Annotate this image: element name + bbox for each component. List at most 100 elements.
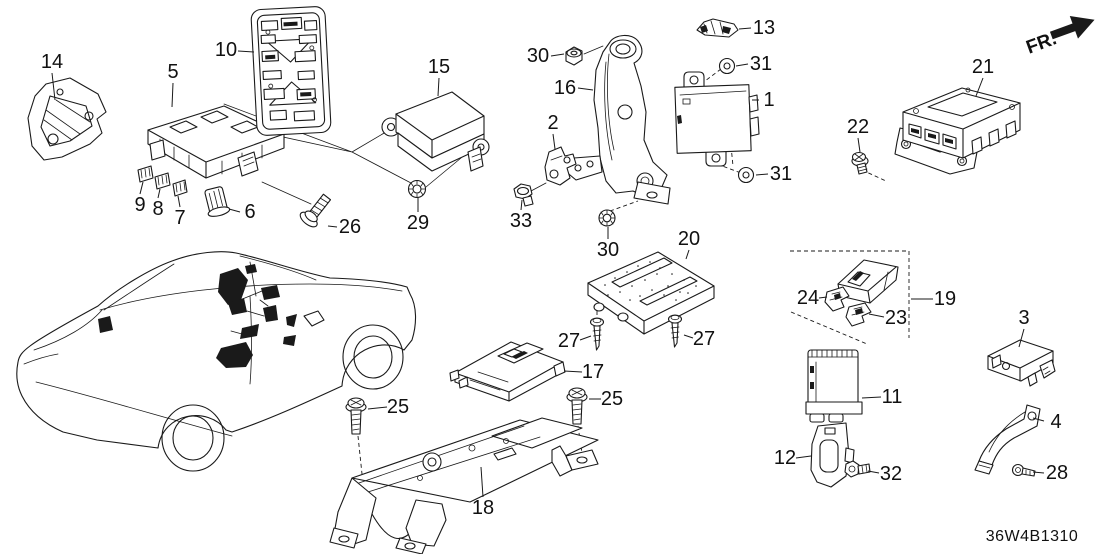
part-4-bracket (974, 404, 1041, 475)
callout-label-3: 3 (1018, 307, 1029, 329)
callout-leader-line (177, 195, 181, 208)
callout-25-25: 25 (367, 396, 409, 418)
part-30-nut-upper (565, 46, 583, 66)
callout-11-31: 11 (861, 386, 903, 408)
callout-label-25: 25 (387, 396, 409, 418)
callout-leader-line (1032, 471, 1045, 474)
callout-12-32: 12 (774, 447, 812, 469)
part-14-bracket (27, 77, 107, 161)
callout-label-31: 31 (750, 53, 772, 75)
callout-label-23: 23 (885, 307, 907, 329)
callout-leader-line (735, 63, 749, 67)
callout-28-36: 28 (1032, 462, 1068, 484)
stipple-texture (604, 261, 697, 301)
callout-27-22: 27 (558, 330, 592, 352)
part-20-ecu (587, 251, 715, 335)
callout-label-2: 2 (547, 112, 558, 134)
callout-label-6: 6 (244, 201, 255, 223)
callout-label-15: 15 (428, 56, 450, 78)
callout-leader-line (818, 296, 828, 299)
callout-leader-line (237, 50, 255, 53)
callout-leader-line (857, 137, 861, 153)
callout-leader-line (579, 335, 592, 341)
callout-label-30: 30 (597, 239, 619, 261)
callout-6-6: 6 (228, 201, 256, 223)
part-18-bracket (329, 417, 599, 554)
callout-leader-line (738, 27, 752, 30)
callout-32-33: 32 (867, 463, 902, 485)
callout-label-18: 18 (472, 497, 494, 519)
callout-label-12: 12 (774, 447, 796, 469)
callout-20-21: 20 (678, 228, 700, 260)
callout-leader-line (975, 77, 984, 97)
callout-label-1: 1 (763, 89, 774, 111)
callout-leader-line (171, 82, 174, 108)
part-26-bolt (299, 193, 332, 228)
callout-label-22: 22 (847, 116, 869, 138)
callout-label-7: 7 (174, 207, 185, 229)
part-23-clip (845, 302, 872, 327)
callout-label-33: 33 (510, 210, 532, 232)
callout-leader-line (1018, 328, 1025, 348)
part-10-fuse-box-upper (250, 6, 332, 136)
callout-label-19: 19 (934, 288, 956, 310)
callout-label-14: 14 (41, 51, 63, 73)
callout-leader-line (437, 77, 440, 97)
callout-leader-line (480, 466, 484, 498)
callout-13-15: 13 (738, 17, 775, 39)
callout-leader-line (685, 249, 690, 260)
callout-label-5: 5 (167, 61, 178, 83)
callout-2-12: 2 (547, 112, 559, 150)
part-3-unit (987, 339, 1056, 387)
callout-label-13: 13 (753, 17, 775, 39)
part-8-clip (154, 172, 171, 190)
callout-22-20: 22 (847, 116, 869, 153)
part-7-clip (172, 179, 188, 197)
callout-label-30: 30 (527, 45, 549, 67)
callout-leader-line (683, 334, 694, 339)
callout-4-35: 4 (1032, 411, 1062, 433)
callout-leader-line (51, 72, 56, 101)
callout-label-32: 32 (880, 463, 902, 485)
callout-label-11: 11 (882, 386, 903, 408)
module-location-markers (98, 264, 297, 368)
part-21-ecu (894, 87, 1021, 175)
fr-arrow-icon (1049, 16, 1095, 40)
callout-1-17: 1 (752, 89, 775, 111)
part-9-clip (137, 165, 154, 183)
callout-16-11: 16 (554, 77, 594, 99)
callout-leader-line (520, 199, 523, 211)
part-13-connector (696, 18, 739, 38)
callout-label-28: 28 (1046, 462, 1068, 484)
car-illustration (16, 251, 417, 472)
callout-label-26: 26 (339, 216, 361, 238)
callout-leader-line (868, 313, 885, 318)
callout-leader-line (563, 370, 583, 373)
callout-leader-line (755, 173, 769, 176)
callout-30-10: 30 (527, 45, 565, 67)
callout-33-13: 33 (510, 199, 532, 232)
callout-23-29: 23 (868, 307, 907, 329)
callout-label-27: 27 (558, 330, 580, 352)
callout-30-14: 30 (597, 227, 619, 261)
callout-leader-line (550, 53, 565, 57)
callout-label-29: 29 (407, 212, 429, 234)
callout-leader-line (367, 406, 388, 410)
callout-leader-line (228, 208, 241, 213)
callout-label-27: 27 (693, 328, 715, 350)
callout-5-1: 5 (167, 61, 179, 108)
callout-27-23: 27 (683, 328, 715, 350)
callout-leader-line (139, 181, 144, 195)
part-29-nut (407, 179, 427, 199)
callout-label-31: 31 (770, 163, 792, 185)
callout-leader-line (157, 188, 161, 199)
side-mirror (303, 310, 325, 327)
callout-leader-line (577, 87, 594, 91)
callout-17-24: 17 (563, 361, 604, 383)
part-11-module (805, 349, 863, 423)
part-5-fuse-box-lower (147, 105, 285, 179)
callout-31-16: 31 (735, 53, 772, 75)
